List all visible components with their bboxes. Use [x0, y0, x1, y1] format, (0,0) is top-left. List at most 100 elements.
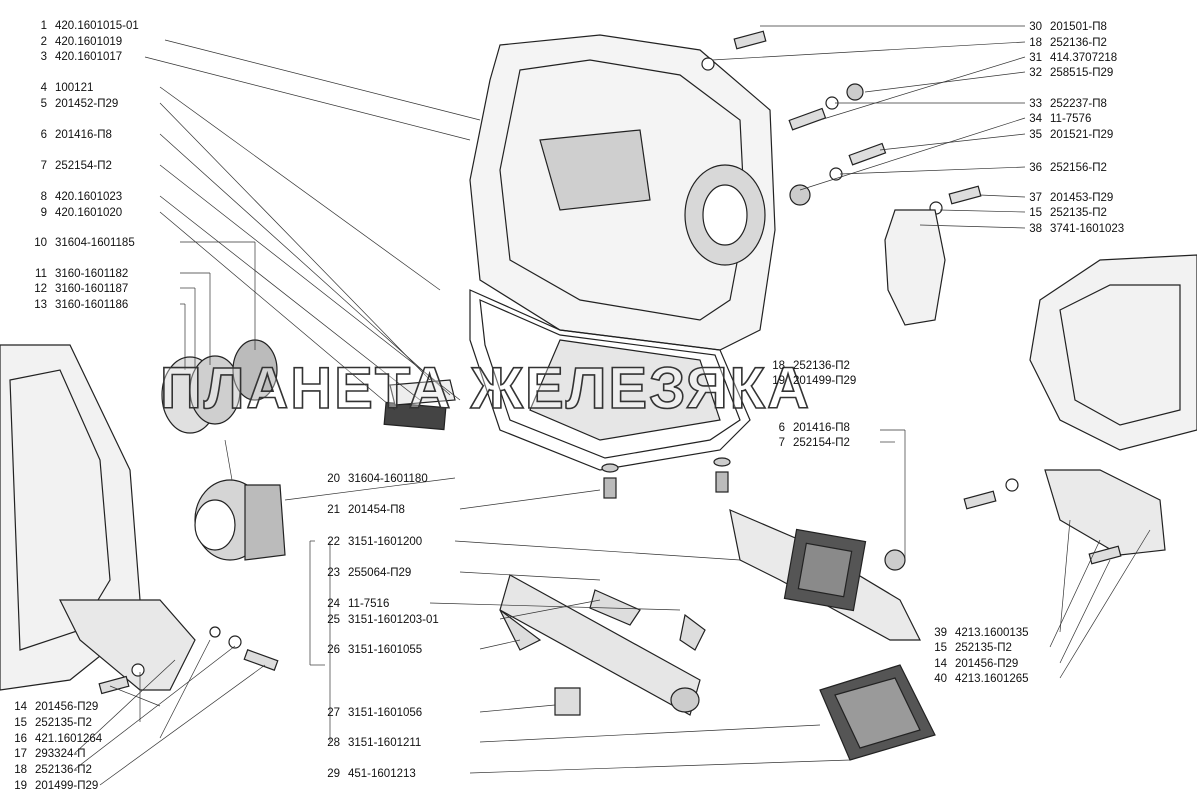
- part-label: 1 420.1601015-01: [25, 19, 139, 33]
- part-code: 201456-П29: [35, 701, 99, 713]
- part-number: 38: [1029, 223, 1042, 235]
- part-label: 40 4213.1601265: [925, 672, 1029, 686]
- part-number: 7: [40, 160, 47, 172]
- part-label: 24 11-7516: [318, 597, 389, 611]
- part-code: 3741-1601023: [1050, 223, 1125, 235]
- part-number: 36: [1029, 162, 1042, 174]
- part-code: 420.1601020: [55, 207, 123, 219]
- part-number: 4: [40, 82, 47, 94]
- part-number: 18: [772, 360, 785, 372]
- part-code: 451-1601213: [348, 768, 416, 780]
- part-code: 201454-П8: [348, 504, 405, 516]
- part-code: 255064-П29: [348, 567, 412, 579]
- part-code: 201453-П29: [1050, 192, 1114, 204]
- part-code: 252154-П2: [793, 437, 850, 449]
- part-number: 2: [40, 36, 47, 48]
- part-code: 3160-1601186: [55, 299, 129, 311]
- part-number: 17: [14, 748, 27, 760]
- part-number: 15: [1029, 207, 1042, 219]
- dust-boot: [819, 664, 936, 761]
- part-label: 36 252156-П2: [1020, 161, 1107, 175]
- part-label: 18 252136-П2: [763, 359, 850, 373]
- part-code: 201452-П29: [55, 98, 119, 110]
- part-code: 4213.1601265: [955, 673, 1029, 685]
- part-code: 3151-1601211: [348, 737, 422, 749]
- part-code: 201456-П29: [955, 658, 1019, 670]
- part-number: 18: [1029, 37, 1042, 49]
- part-number: 11: [35, 268, 47, 280]
- part-number: 20: [327, 473, 340, 485]
- part-code: 252135-П2: [1050, 207, 1107, 219]
- part-code: 3160-1601187: [55, 283, 129, 295]
- clutch-fork: [499, 574, 706, 716]
- part-number: 33: [1029, 98, 1042, 110]
- part-code: 252156-П2: [1050, 162, 1107, 174]
- watermark: ПЛАНЕТА ЖЕЛЕЗЯКА: [159, 355, 811, 422]
- part-code: 420.1601017: [55, 51, 123, 63]
- part-number: 15: [14, 717, 27, 729]
- part-label: 12 3160-1601187: [25, 282, 128, 296]
- part-code: 201499-П29: [793, 375, 857, 387]
- part-code: 3151-1601055: [348, 644, 423, 656]
- part-number: 10: [34, 237, 47, 249]
- bottom-left-fasteners: [98, 626, 279, 695]
- part-number: 35: [1029, 129, 1042, 141]
- part-label: 31 414.3707218: [1020, 51, 1117, 65]
- part-label: 19 201499-П29: [763, 374, 856, 388]
- part-code: 414.3707218: [1050, 52, 1118, 64]
- part-label: 35 201521-П29: [1020, 128, 1113, 142]
- part-number: 19: [14, 780, 27, 792]
- inspection-cover: [884, 209, 946, 326]
- part-code: 420.1601015-01: [55, 20, 139, 32]
- part-number: 24: [327, 598, 340, 610]
- part-code: 252136-П2: [793, 360, 850, 372]
- part-number: 21: [327, 504, 340, 516]
- part-code: 100121: [55, 82, 94, 94]
- part-number: 30: [1029, 21, 1042, 33]
- part-number: 6: [778, 422, 785, 434]
- part-number: 12: [34, 283, 47, 295]
- part-number: 31: [1029, 52, 1042, 64]
- part-code: 420.1601023: [55, 191, 123, 203]
- part-label: 38 3741-1601023: [1020, 222, 1124, 236]
- part-number: 9: [40, 207, 47, 219]
- part-code: 201499-П29: [35, 780, 99, 792]
- part-number: 22: [327, 536, 340, 548]
- part-number: 37: [1029, 192, 1042, 204]
- part-number: 29: [327, 768, 340, 780]
- housing-bolts: [601, 457, 731, 499]
- part-number: 34: [1029, 113, 1042, 125]
- part-number: 25: [327, 614, 340, 626]
- part-number: 32: [1029, 67, 1042, 79]
- part-number: 1: [40, 20, 47, 32]
- part-number: 13: [34, 299, 47, 311]
- part-number: 6: [40, 129, 47, 141]
- part-label: 15 252135-П2: [1020, 206, 1107, 220]
- part-code: 11-7516: [348, 598, 390, 610]
- part-number: 40: [934, 673, 947, 685]
- part-label: 29 451-1601213: [318, 767, 416, 781]
- part-code: 201521-П29: [1050, 129, 1114, 141]
- part-number: 39: [934, 627, 947, 639]
- part-code: 252237-П8: [1050, 98, 1107, 110]
- part-number: 19: [772, 375, 785, 387]
- part-code: 3151-1601056: [348, 707, 423, 719]
